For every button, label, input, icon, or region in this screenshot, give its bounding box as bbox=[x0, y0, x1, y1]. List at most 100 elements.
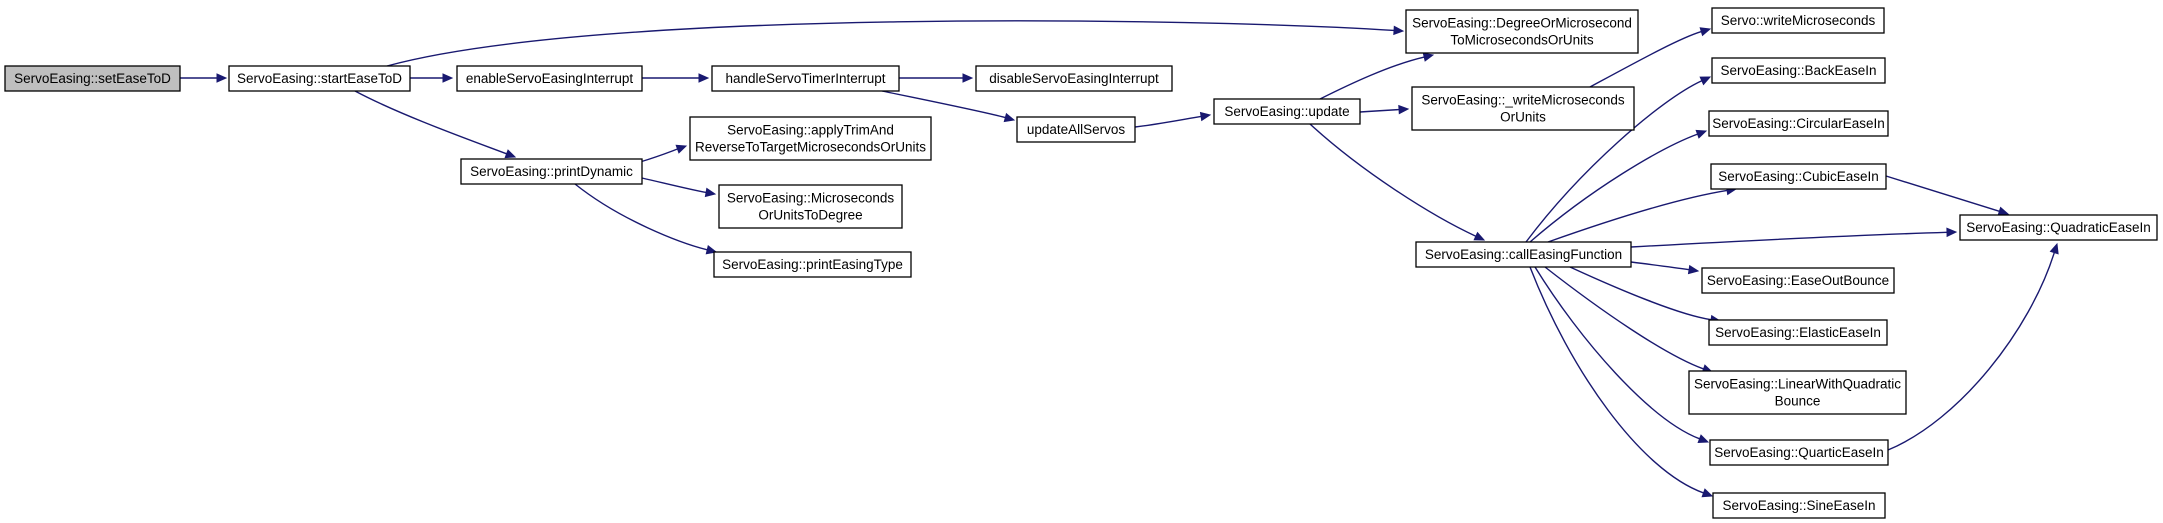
node-DegreeOrMicrosecondToMicrosecondsOrUnits[interactable]: ServoEasing::DegreeOrMicrosecondToMicros… bbox=[1405, 9, 1639, 54]
node-label: Servo::writeMicroseconds bbox=[1721, 13, 1876, 28]
edge-printDynamic-to-printEasingType bbox=[574, 183, 718, 255]
edge-line bbox=[1359, 108, 1400, 113]
node-label: Bounce bbox=[1775, 394, 1821, 409]
node-box[interactable] bbox=[1959, 214, 2158, 241]
edge-arrowhead bbox=[1687, 264, 1700, 275]
node-printEasingType[interactable]: ServoEasing::printEasingType bbox=[713, 251, 912, 278]
node-box[interactable] bbox=[1710, 163, 1887, 190]
node-box[interactable] bbox=[1709, 439, 1889, 466]
node-ElasticEaseIn[interactable]: ServoEasing::ElasticEaseIn bbox=[1708, 319, 1888, 346]
edge-arrowhead bbox=[2049, 242, 2059, 255]
edge-arrowhead bbox=[1697, 434, 1710, 444]
edge-callEasingFunction-to-QuarticEaseIn bbox=[1534, 266, 1710, 444]
edge-arrowhead bbox=[962, 73, 974, 83]
edge-handleServoTimerInterrupt-to-disableServoEasingInterrupt bbox=[898, 73, 974, 83]
node-EaseOutBounce[interactable]: ServoEasing::EaseOutBounce bbox=[1701, 267, 1895, 294]
node-box[interactable] bbox=[711, 65, 900, 92]
node-CircularEaseIn[interactable]: ServoEasing::CircularEaseIn bbox=[1708, 110, 1889, 137]
node-BackEaseIn[interactable]: ServoEasing::BackEaseIn bbox=[1711, 57, 1886, 84]
edge-line bbox=[1319, 56, 1425, 100]
node-box[interactable] bbox=[1411, 86, 1635, 131]
node-box[interactable] bbox=[1701, 267, 1895, 294]
node-writeMicroseconds[interactable]: Servo::writeMicroseconds bbox=[1711, 7, 1885, 34]
edge-update-to-_writeMicrosecondsOrUnits bbox=[1359, 104, 1410, 115]
node-box[interactable] bbox=[1708, 110, 1889, 137]
node-label: ServoEasing::QuarticEaseIn bbox=[1714, 445, 1884, 460]
node-box[interactable] bbox=[4, 65, 181, 92]
edge-arrowhead bbox=[1695, 129, 1708, 139]
node-label: ServoEasing::CircularEaseIn bbox=[1712, 116, 1885, 131]
node-box[interactable] bbox=[689, 116, 932, 161]
edge-arrowhead bbox=[1473, 231, 1486, 241]
node-QuarticEaseIn[interactable]: ServoEasing::QuarticEaseIn bbox=[1709, 439, 1889, 466]
node-label: handleServoTimerInterrupt bbox=[725, 71, 885, 86]
node-label: ServoEasing::DegreeOrMicrosecond bbox=[1412, 16, 1632, 31]
edge-line bbox=[574, 183, 708, 251]
node-label: ServoEasing::Microseconds bbox=[727, 191, 895, 206]
node-box[interactable] bbox=[1415, 241, 1632, 268]
node-box[interactable] bbox=[713, 251, 912, 278]
edge-line bbox=[1547, 189, 1728, 243]
node-label: ServoEasing::update bbox=[1224, 104, 1349, 119]
edge-line bbox=[1589, 30, 1702, 88]
node-box[interactable] bbox=[456, 65, 643, 92]
node-label: ServoEasing::callEasingFunction bbox=[1425, 247, 1622, 262]
node-label: ServoEasing::LinearWithQuadratic bbox=[1694, 377, 1901, 392]
edge-arrowhead bbox=[1199, 111, 1212, 122]
node-box[interactable] bbox=[1711, 7, 1885, 34]
node-label: updateAllServos bbox=[1027, 122, 1126, 137]
node-disableServoEasingInterrupt[interactable]: disableServoEasingInterrupt bbox=[975, 65, 1173, 92]
node-SineEaseIn[interactable]: ServoEasing::SineEaseIn bbox=[1712, 492, 1886, 519]
node-label: ServoEasing::CubicEaseIn bbox=[1718, 169, 1879, 184]
node-box[interactable] bbox=[1688, 370, 1907, 415]
node-updateAllServos[interactable]: updateAllServos bbox=[1016, 116, 1136, 143]
node-box[interactable] bbox=[1708, 319, 1888, 346]
node-box[interactable] bbox=[1405, 9, 1639, 54]
node-CubicEaseIn[interactable]: ServoEasing::CubicEaseIn bbox=[1710, 163, 1887, 190]
node-label: ReverseToTargetMicrosecondsOrUnits bbox=[695, 140, 926, 155]
edge-callEasingFunction-to-SineEaseIn bbox=[1529, 266, 1714, 498]
edge-_writeMicrosecondsOrUnits-to-writeMicroseconds bbox=[1589, 27, 1712, 88]
node-enableServoEasingInterrupt[interactable]: enableServoEasingInterrupt bbox=[456, 65, 643, 92]
edge-callEasingFunction-to-LinearWithQuadraticBounce bbox=[1544, 266, 1714, 374]
edge-arrowhead bbox=[1699, 27, 1712, 37]
node-box[interactable] bbox=[1016, 116, 1136, 143]
node-box[interactable] bbox=[975, 65, 1173, 92]
node-label: enableServoEasingInterrupt bbox=[466, 71, 634, 86]
edge-callEasingFunction-to-QuadraticEaseIn bbox=[1630, 227, 1958, 248]
node-box[interactable] bbox=[228, 65, 411, 92]
node-box[interactable] bbox=[1712, 492, 1886, 519]
node-label: ToMicrosecondsOrUnits bbox=[1450, 33, 1594, 48]
node-box[interactable] bbox=[1213, 98, 1361, 125]
node-setEaseToD[interactable]: ServoEasing::setEaseToD bbox=[4, 65, 181, 92]
node-label: ServoEasing::QuadraticEaseIn bbox=[1966, 220, 2151, 235]
edge-callEasingFunction-to-BackEaseIn bbox=[1525, 76, 1712, 243]
node-label: OrUnits bbox=[1500, 110, 1546, 125]
node-label: ServoEasing::printDynamic bbox=[470, 164, 633, 179]
edge-line bbox=[354, 90, 507, 155]
node-box[interactable] bbox=[718, 184, 903, 229]
edge-arrowhead bbox=[442, 73, 454, 83]
node-applyTrimAndReverse[interactable]: ServoEasing::applyTrimAndReverseToTarget… bbox=[689, 116, 932, 161]
node-label: ServoEasing::BackEaseIn bbox=[1720, 63, 1876, 78]
node-startEaseToD[interactable]: ServoEasing::startEaseToD bbox=[228, 65, 411, 92]
edge-arrowhead bbox=[698, 73, 710, 83]
edge-callEasingFunction-to-CubicEaseIn bbox=[1547, 185, 1738, 243]
node-printDynamic[interactable]: ServoEasing::printDynamic bbox=[460, 158, 643, 185]
edge-setEaseToD-to-startEaseToD bbox=[179, 73, 228, 83]
node-callEasingFunction[interactable]: ServoEasing::callEasingFunction bbox=[1415, 241, 1632, 268]
edge-line bbox=[1887, 252, 2055, 451]
node-label: ServoEasing::SineEaseIn bbox=[1722, 498, 1875, 513]
node-update[interactable]: ServoEasing::update bbox=[1213, 98, 1361, 125]
edge-arrowhead bbox=[1422, 52, 1435, 62]
node-handleServoTimerInterrupt[interactable]: handleServoTimerInterrupt bbox=[711, 65, 900, 92]
node-label: ServoEasing::applyTrimAnd bbox=[727, 123, 894, 138]
node-box[interactable] bbox=[1711, 57, 1886, 84]
node-QuadraticEaseIn[interactable]: ServoEasing::QuadraticEaseIn bbox=[1959, 214, 2158, 241]
node-box[interactable] bbox=[460, 158, 643, 185]
node-label: ServoEasing::ElasticEaseIn bbox=[1715, 325, 1881, 340]
